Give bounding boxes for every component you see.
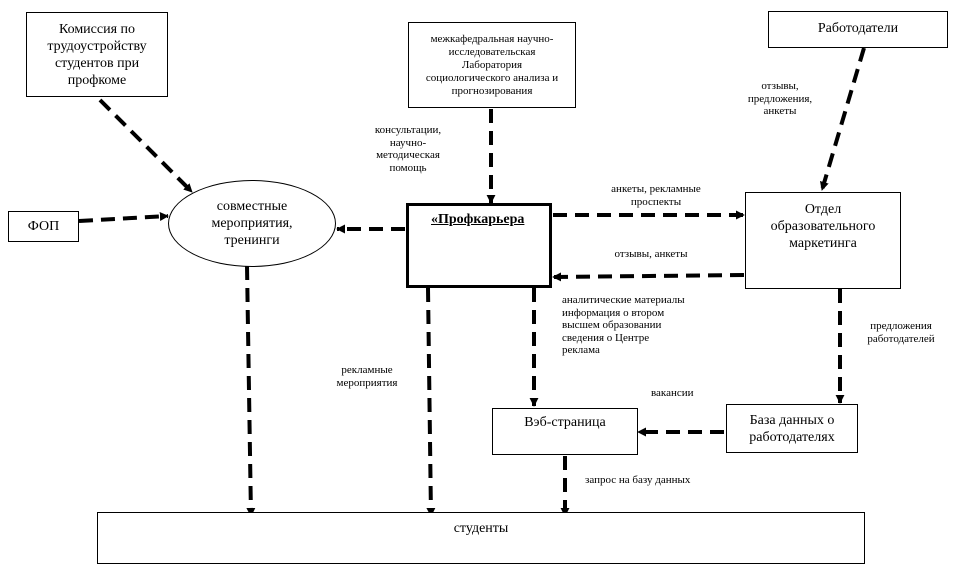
arrow-otdel-to-profkariera [552, 272, 745, 282]
arrow-meropriyatiya-to-studenty [245, 265, 256, 517]
analiticheskie-label: аналитические материалы информация о вто… [562, 294, 685, 356]
web-label: Вэб-страница [524, 415, 606, 430]
baza-box: База данных о работодателях [726, 404, 858, 453]
studenty-label: студенты [453, 521, 509, 536]
laboratoriya-label: межкафедральная научно- исследовательска… [425, 32, 559, 97]
arrow-rabotodateli-to-otdel [819, 47, 866, 191]
ankety-prospekty-label: анкеты, рекламные проспекты [611, 183, 701, 208]
reklamnye-label: рекламные мероприятия [336, 364, 398, 389]
komissiya-box: Комиссия по трудоустройству студентов пр… [26, 12, 168, 97]
studenty-box: студенты [97, 512, 865, 564]
baza-label: База данных о работодателях [749, 412, 835, 445]
rabotodateli-label: Работодатели [817, 21, 899, 36]
meropriyatiya-label: совместные мероприятия, тренинги [211, 199, 293, 248]
laboratoriya-box: межкафедральная научно- исследовательска… [408, 22, 576, 108]
fop-label: ФОП [27, 218, 60, 234]
zapros-label: запрос на базу данных [585, 474, 691, 486]
otdel-box: Отдел образовательного маркетинга [745, 192, 901, 289]
arrow-komissiya-to-meropriyatiya [98, 98, 194, 194]
rabotodateli-box: Работодатели [768, 11, 948, 48]
otzyvy-predlozheniya-label: отзывы, предложения, анкеты [747, 80, 813, 117]
predlozheniya-rabotodatelej-label: предложения работодателей [867, 320, 935, 345]
profkariera-label: «Профкарьера [431, 212, 525, 227]
profkariera-box: «Профкарьера [406, 203, 552, 288]
web-box: Вэб-страница [492, 408, 638, 455]
meropriyatiya-ellipse: совместные мероприятия, тренинги [168, 180, 336, 267]
fop-box: ФОП [8, 211, 79, 242]
komissiya-label: Комиссия по трудоустройству студентов пр… [47, 21, 147, 88]
otzyvy-ankety-label: отзывы, анкеты [614, 248, 688, 260]
arrow-profkariera-to-studenty [426, 287, 436, 517]
arrow-fop-to-meropriyatiya [78, 211, 169, 223]
vakansii-label: вакансии [651, 387, 694, 399]
konsultacii-label: консультации, научно- методическая помощ… [374, 124, 442, 174]
otdel-label: Отдел образовательного маркетинга [770, 202, 876, 251]
